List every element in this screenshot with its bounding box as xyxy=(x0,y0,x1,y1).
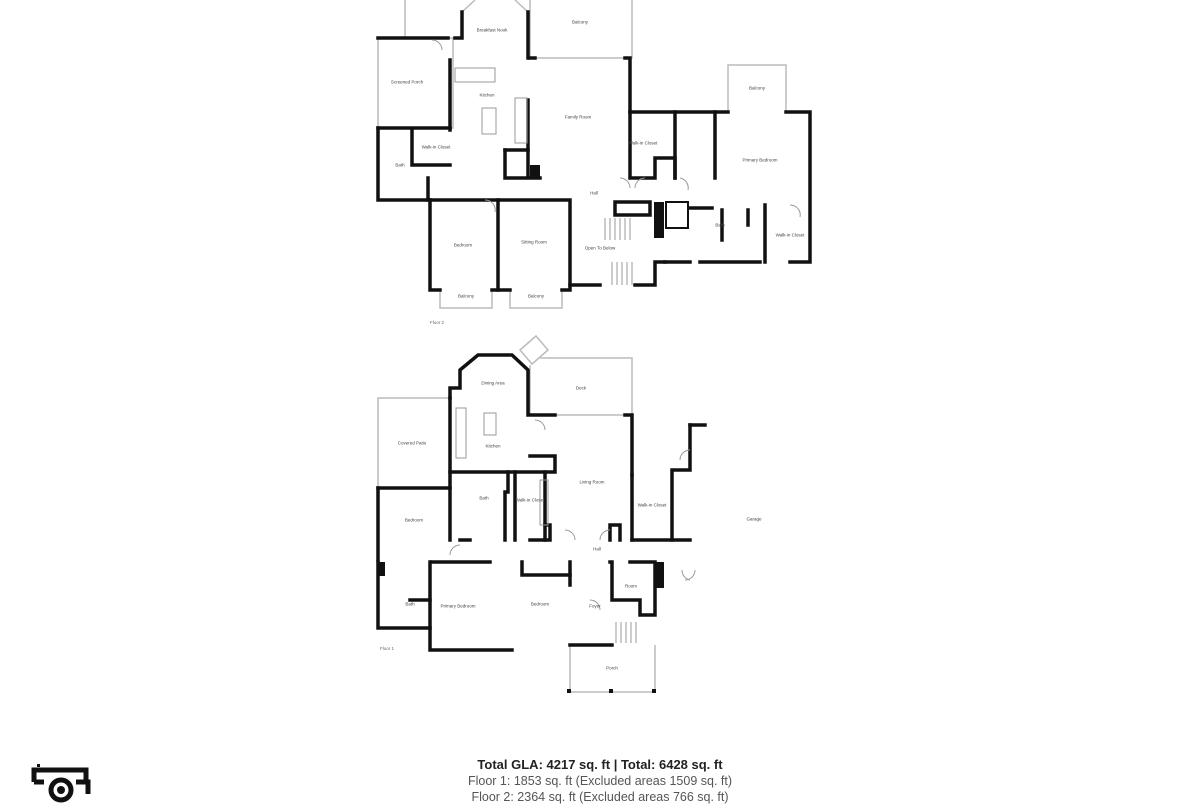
room-label: Covered Patio xyxy=(397,440,427,446)
room-label: Kitchen xyxy=(479,92,495,98)
room-label: Balcony xyxy=(748,85,766,91)
room-label: Primary Bedroom xyxy=(742,157,778,163)
room-label: Dining Area xyxy=(481,380,505,386)
room-label: Foyer xyxy=(589,603,601,609)
room-label: Garage xyxy=(746,516,762,522)
room-label: Bedroom xyxy=(453,242,473,248)
room-label: Bedroom xyxy=(404,517,424,523)
room-label: Screened Porch xyxy=(390,79,424,85)
room-label: Hall xyxy=(590,190,598,196)
floor-1-area: Floor 1: 1853 sq. ft (Excluded areas 150… xyxy=(467,774,733,788)
total-area: Total GLA: 4217 sq. ft | Total: 6428 sq.… xyxy=(477,757,723,772)
floor-1-plan xyxy=(376,334,707,693)
room-label: Family Room xyxy=(564,114,592,120)
room-label: Hall xyxy=(593,546,601,552)
room-label: Porch xyxy=(606,665,618,671)
room-label: Kitchen xyxy=(485,443,501,449)
room-label: Sitting Room xyxy=(521,239,547,245)
floor-1-title: Floor 1 xyxy=(380,646,395,651)
room-label: Bath xyxy=(405,601,415,607)
room-label: Balcony xyxy=(571,19,589,25)
room-label: Primary Bedroom xyxy=(440,603,476,609)
brand-logo xyxy=(30,764,92,809)
room-label: Bath xyxy=(395,162,405,168)
room-label: Walk-in Closet xyxy=(775,232,805,238)
room-label: Deck xyxy=(575,385,587,391)
floor-2-plan xyxy=(376,0,812,309)
room-label: Walk-in Closet xyxy=(637,502,667,508)
room-label: Bedroom xyxy=(530,601,550,607)
room-label: Balcony xyxy=(457,293,475,299)
room-label: Breakfast Nook xyxy=(476,27,508,33)
floor-2-title: Floor 2 xyxy=(430,320,445,325)
area-summary: Total GLA: 4217 sq. ft | Total: 6428 sq.… xyxy=(0,756,1200,805)
room-label: Living Room xyxy=(579,479,605,485)
room-label: Walk-in Closet xyxy=(421,144,451,150)
room-label: Room xyxy=(624,583,638,589)
room-label: Open To Below xyxy=(584,245,616,251)
room-label: Bath xyxy=(479,495,489,501)
room-label: Walk-in Closet xyxy=(515,497,545,503)
room-label: Bath xyxy=(715,222,725,228)
floor-2-area: Floor 2: 2364 sq. ft (Excluded areas 766… xyxy=(471,790,729,804)
room-label: Walk-in Closet xyxy=(628,140,658,146)
room-label: Balcony xyxy=(527,293,545,299)
camera-logo-icon xyxy=(31,764,91,803)
